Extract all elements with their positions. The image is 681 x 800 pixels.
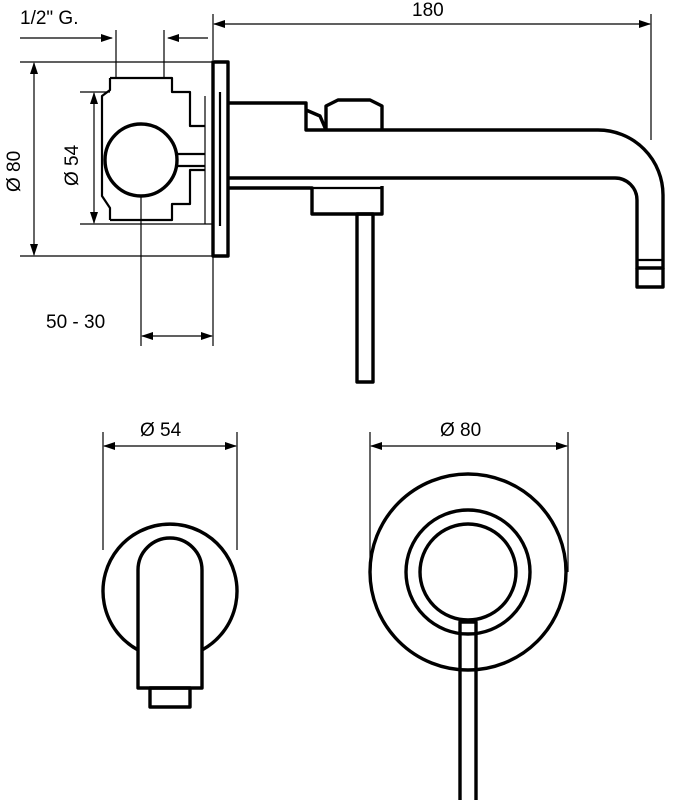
wall-box bbox=[100, 30, 206, 224]
body-diameter-side-label: Ø 54 bbox=[62, 144, 83, 186]
depth-range-label: 50 - 30 bbox=[46, 312, 105, 333]
spout-rosette bbox=[101, 522, 239, 652]
mixer-cap-outer bbox=[404, 508, 532, 636]
mixer-lever bbox=[458, 620, 478, 800]
lever-handle bbox=[355, 212, 375, 384]
side-dimensions: 1/2" G. 180 Ø 80 Ø 54 50 - 30 bbox=[4, 0, 652, 346]
spout-rosette-diameter-label: Ø 54 bbox=[140, 420, 182, 441]
mixer-rosette bbox=[368, 472, 568, 672]
mixer-body bbox=[228, 98, 384, 216]
front-view-spout: Ø 54 bbox=[101, 420, 239, 709]
front-view-mixer: Ø 80 bbox=[368, 420, 569, 800]
rosette-diameter-side-label: Ø 80 bbox=[4, 151, 25, 192]
length-label: 180 bbox=[412, 0, 444, 21]
spout-outlet bbox=[136, 536, 204, 690]
mixer-cap-inner bbox=[418, 522, 518, 622]
mixer-rosette-diameter-label: Ø 80 bbox=[440, 420, 481, 441]
thread-size-label: 1/2" G. bbox=[20, 8, 79, 29]
side-view bbox=[100, 30, 665, 384]
spout bbox=[228, 101, 665, 289]
rosette-plate bbox=[211, 60, 230, 258]
